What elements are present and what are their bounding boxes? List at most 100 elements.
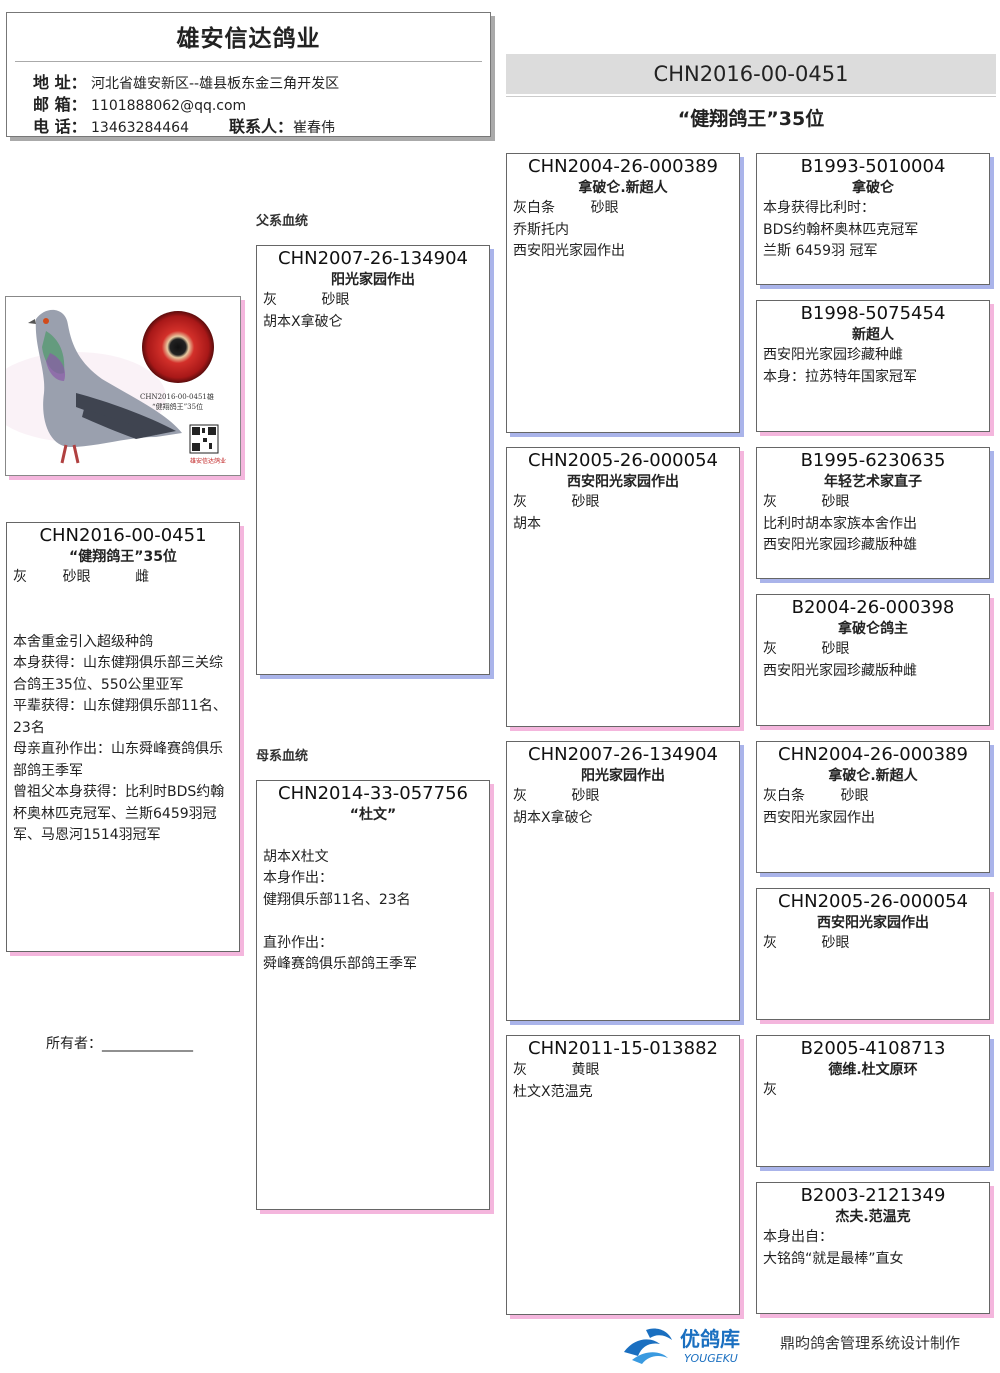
photo-caption-title: “健翔鸽王”35位	[152, 402, 203, 411]
subject-note: 本舍重金引入超级种鸽	[7, 632, 239, 654]
address-value: 河北省雄安新区--雄县板东金三角开发区	[91, 76, 339, 92]
card-line: 灰白条 砂眼	[507, 198, 739, 220]
dam-line-label: 母系血统	[256, 745, 308, 764]
sire-line: 灰 砂眼	[257, 290, 489, 312]
card-name: 杰夫.范温克	[757, 1207, 989, 1227]
dam-spacer	[257, 825, 489, 847]
card-ring: CHN2004-26-000389	[507, 156, 739, 178]
ggs-3-card: CHN2004-26-000389 拿破仑.新超人 灰白条 砂眼 西安阳光家园作…	[756, 741, 990, 873]
card-line: 大铭鸽“就是最棒”直女	[757, 1249, 989, 1271]
pigeon-image: CHN2016-00-0451雄 “健翔鸽王”35位 雄安信达鸽业	[6, 297, 240, 475]
card-name: 拿破仑.新超人	[757, 766, 989, 786]
logo-cn-text: 优鸽库	[680, 1327, 740, 1351]
card-line: 西安阳光家园珍藏版种雌	[757, 661, 989, 683]
card-ring: CHN2004-26-000389	[757, 744, 989, 766]
dam-card: CHN2014-33-057756 “杜文” 胡本X杜文 本身作出： 健翔俱乐部…	[256, 780, 490, 1210]
dam-line: 本身作出：	[257, 868, 489, 890]
card-ring: B2003-2121349	[757, 1185, 989, 1207]
subject-note: 平辈获得：山东健翔俱乐部11名、23名	[7, 696, 239, 739]
card-line: 灰 砂眼	[757, 492, 989, 514]
card-ring: B1998-5075454	[757, 303, 989, 325]
dam-line: 舜峰赛鸽俱乐部鸽王季军	[257, 954, 489, 976]
subject-name: “健翔鸽王”35位	[7, 547, 239, 567]
breeder-header: 雄安信达鸽业 地 址：河北省雄安新区--雄县板东金三角开发区 邮 箱：11018…	[6, 12, 491, 137]
main-title: “健翔鸽王”35位	[506, 104, 996, 131]
photo-brand: 雄安信达鸽业	[190, 457, 226, 465]
card-ring: CHN2011-15-013882	[507, 1038, 739, 1060]
owner-line: 所有者：_____________	[46, 1033, 193, 1053]
card-line: 胡本X拿破仑	[507, 808, 739, 830]
card-name: 阳光家园作出	[507, 766, 739, 786]
sire-card: CHN2007-26-134904 阳光家园作出 灰 砂眼 胡本X拿破仑	[256, 245, 490, 675]
main-title-divider	[506, 96, 996, 97]
subject-note: 曾祖父本身获得：比利时BDS约翰杯奥林匹克冠军、兰斯6459羽冠军、马恩河151…	[7, 782, 239, 847]
card-line: 杜文X范温克	[507, 1082, 739, 1104]
email-label: 邮 箱：	[33, 91, 91, 115]
card-name: 年轻艺术家直子	[757, 472, 989, 492]
sire-line-label: 父系血统	[256, 210, 308, 229]
card-line: 西安阳光家园珍藏种雌	[757, 345, 989, 367]
ggs-2-card: B1995-6230635 年轻艺术家直子 灰 砂眼 比利时胡本家族本舍作出 西…	[756, 447, 990, 579]
card-ring: CHN2005-26-000054	[757, 891, 989, 913]
card-line: 本身出自：	[757, 1227, 989, 1249]
grandsire-maternal-card: CHN2007-26-134904 阳光家园作出 灰 砂眼 胡本X拿破仑	[506, 741, 740, 1021]
pigeon-photo: CHN2016-00-0451雄 “健翔鸽王”35位 雄安信达鸽业	[5, 296, 241, 476]
card-name: 西安阳光家园作出	[507, 472, 739, 492]
card-ring: CHN2007-26-134904	[507, 744, 739, 766]
dam-line: 胡本X杜文	[257, 847, 489, 869]
ggd-2-card: B2004-26-000398 拿破仑鸽主 灰 砂眼 西安阳光家园珍藏版种雌	[756, 594, 990, 726]
ggs-4-card: B2005-4108713 德维.杜文原环 灰	[756, 1035, 990, 1167]
company-name: 雄安信达鸽业	[7, 19, 490, 53]
dam-line: 健翔俱乐部11名、23名	[257, 890, 489, 912]
card-ring: CHN2005-26-000054	[507, 450, 739, 472]
contact-value: 崔春伟	[293, 120, 335, 136]
subject-note: 本身获得：山东健翔俱乐部三关综合鸽王35位、550公里亚军	[7, 653, 239, 696]
email-value[interactable]: 1101888062@qq.com	[91, 98, 246, 114]
subject-note: 母亲直孙作出：山东舜峰赛鸽俱乐部鸽王季军	[7, 739, 239, 782]
address-label: 地 址：	[33, 69, 91, 93]
card-line: 兰斯 6459羽 冠军	[757, 241, 989, 263]
card-name: 拿破仑	[757, 178, 989, 198]
dam-name: “杜文”	[257, 805, 489, 825]
granddam-maternal-card: CHN2011-15-013882 灰 黄眼 杜文X范温克	[506, 1035, 740, 1315]
ggd-1-card: B1998-5075454 新超人 西安阳光家园珍藏种雌 本身：拉苏特年国家冠军	[756, 300, 990, 432]
main-ring-number: CHN2016-00-0451	[506, 54, 996, 94]
card-line: 乔斯托内	[507, 220, 739, 242]
phone-row: 电 话：13463284464 联系人：崔春伟	[33, 113, 335, 137]
grandsire-paternal-card: CHN2004-26-000389 拿破仑.新超人 灰白条 砂眼 乔斯托内 西安…	[506, 153, 740, 433]
subject-card: CHN2016-00-0451 “健翔鸽王”35位 灰 砂眼 雌 本舍重金引入超…	[6, 522, 240, 952]
card-line: 本身获得比利时：	[757, 198, 989, 220]
granddam-paternal-card: CHN2005-26-000054 西安阳光家园作出 灰 砂眼 胡本	[506, 447, 740, 727]
card-name: 西安阳光家园作出	[757, 913, 989, 933]
card-line: 灰 黄眼	[507, 1060, 739, 1082]
card-name: 拿破仑.新超人	[507, 178, 739, 198]
sire-line: 胡本X拿破仑	[257, 312, 489, 334]
card-line: 西安阳光家园作出	[507, 241, 739, 263]
card-line: 西安阳光家园作出	[757, 808, 989, 830]
card-ring: B2004-26-000398	[757, 597, 989, 619]
ggd-4-card: B2003-2121349 杰夫.范温克 本身出自： 大铭鸽“就是最棒”直女	[756, 1182, 990, 1314]
dam-line: 直孙作出：	[257, 933, 489, 955]
card-line: BDS约翰杯奥林匹克冠军	[757, 220, 989, 242]
card-name: 拿破仑鸽主	[757, 619, 989, 639]
card-line: 灰 砂眼	[507, 492, 739, 514]
contact-label: 联系人：	[229, 117, 293, 136]
wave-logo-icon: 优鸽库 YOUGEKU	[620, 1322, 765, 1367]
ggd-3-card: CHN2005-26-000054 西安阳光家园作出 灰 砂眼	[756, 888, 990, 1020]
phone-label: 电 话：	[33, 113, 91, 137]
card-ring: B1993-5010004	[757, 156, 989, 178]
email-row: 邮 箱：1101888062@qq.com	[33, 91, 246, 115]
footer-credit: 鼎昀鸽舍管理系统设计制作	[780, 1332, 960, 1353]
header-divider	[15, 61, 482, 62]
dam-line	[257, 911, 489, 933]
card-line: 灰 砂眼	[757, 933, 989, 955]
sire-name: 阳光家园作出	[257, 270, 489, 290]
yougeku-logo: 优鸽库 YOUGEKU	[620, 1322, 765, 1367]
card-ring: B2005-4108713	[757, 1038, 989, 1060]
subject-attrs: 灰 砂眼 雌	[7, 567, 239, 589]
card-line: 灰	[757, 1080, 989, 1102]
dam-ring: CHN2014-33-057756	[257, 783, 489, 805]
phone-value: 13463284464	[91, 120, 189, 136]
address-row: 地 址：河北省雄安新区--雄县板东金三角开发区	[33, 69, 339, 93]
card-line: 灰白条 砂眼	[757, 786, 989, 808]
